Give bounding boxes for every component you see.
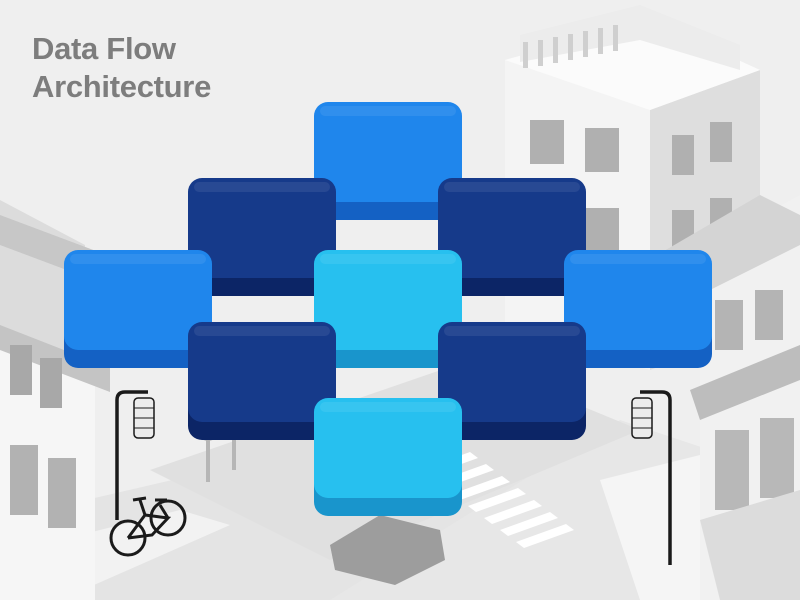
node-n5 [314,250,462,368]
node-n9 [314,398,462,516]
street-lamp-icon [631,390,672,565]
node-n2 [188,178,336,296]
node-n7 [188,322,336,440]
bicycle-icon [109,496,187,557]
diagram-title: Data Flow Architecture [32,30,211,106]
title-line-2: Architecture [32,69,212,104]
title-line-1: Data Flow [32,31,176,66]
node-n1 [314,102,462,220]
ground-shadow [330,515,445,585]
street-lamp-icon [115,390,155,520]
node-n4 [64,250,212,368]
node-n8 [438,322,586,440]
node-n6 [564,250,712,368]
node-n3 [438,178,586,296]
